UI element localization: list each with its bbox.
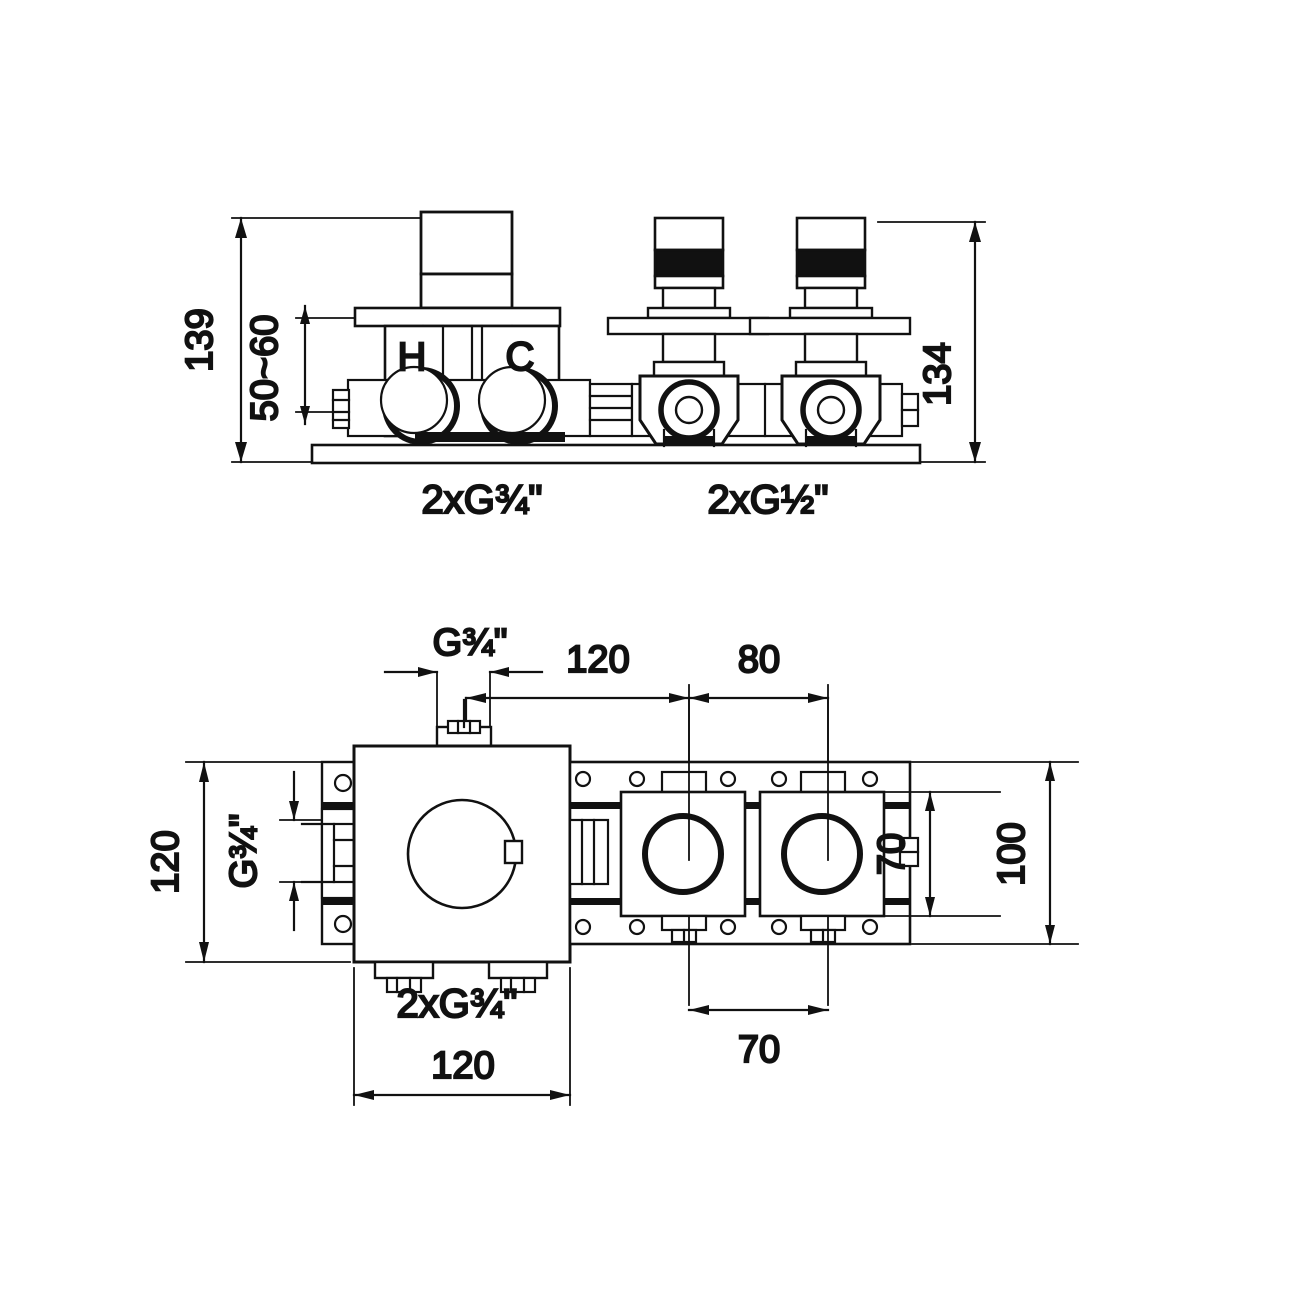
sv1-foot <box>664 436 714 446</box>
dim-line-80 <box>687 693 830 703</box>
sv2-handle-top <box>795 216 867 252</box>
dim-label-5060: 50~60 <box>244 315 286 422</box>
dim-label-80: 80 <box>738 639 780 681</box>
sv2-handle-dark <box>797 250 865 276</box>
plan-screw-t3 <box>719 770 737 788</box>
front-base-plate <box>310 443 922 465</box>
mid-coupling <box>588 382 634 438</box>
dim-label-100: 100 <box>991 822 1033 885</box>
escutcheon-plate <box>353 306 562 328</box>
label-bottom-connections: 2xG¾" <box>397 982 518 1026</box>
sv1-handle-dark <box>655 250 723 276</box>
dim-label-70-vertical: 70 <box>871 833 913 875</box>
lever-handle-lower <box>419 272 514 310</box>
sv1-stem-base <box>652 360 726 378</box>
plan-screw-t1 <box>574 770 592 788</box>
sv1-neck <box>661 286 717 310</box>
front-elevation-group: 139 50~60 134 <box>178 210 986 523</box>
dim-line-120-vertical <box>199 760 209 964</box>
sv2-stem-base <box>794 360 868 378</box>
plan-screw-t2 <box>628 770 646 788</box>
dim-line-139 <box>235 216 247 464</box>
plan-bottom-boss-2 <box>487 960 549 980</box>
dim-ext-139 <box>231 217 431 463</box>
sv1-handle-base <box>653 274 725 290</box>
label-stopvalve-connections: 2xG½" <box>708 478 829 522</box>
sv2-foot <box>806 436 856 446</box>
dim-line-inlet-thread <box>289 770 299 932</box>
psv2-port <box>781 813 863 895</box>
plan-bottom-nut-1 <box>385 976 423 994</box>
label-cold-port: C <box>506 335 535 379</box>
plan-mid-nipple <box>568 818 610 886</box>
sv1-handle-top <box>653 216 725 252</box>
plan-screw-b4 <box>770 918 788 936</box>
sv1-collar <box>646 306 732 320</box>
lever-handle-upper <box>419 210 514 276</box>
plan-screw-b1 <box>574 918 592 936</box>
plan-screw-b2 <box>628 918 646 936</box>
plan-screw-b3 <box>719 918 737 936</box>
dim-line-100 <box>1045 760 1055 946</box>
label-thermostatic-connections: 2xG¾" <box>422 478 543 522</box>
dim-line-134 <box>969 220 981 464</box>
dim-ext-134 <box>877 221 986 463</box>
plan-left-rail-band-top <box>322 802 364 809</box>
sv2-neck <box>803 286 859 310</box>
plan-screw-b5 <box>861 918 879 936</box>
plan-screw-t4 <box>770 770 788 788</box>
plan-stop-valve-1 <box>619 699 747 1006</box>
plan-screw-t5 <box>861 770 879 788</box>
sv1-port-inner <box>674 395 704 425</box>
psv1-bottom-boss <box>660 914 708 932</box>
thermostat-seal-band <box>415 432 565 442</box>
dim-label-inlet-thread: G¾" <box>223 814 265 889</box>
plan-cartridge-circle <box>406 798 518 910</box>
left-inlet-nipple <box>331 388 351 430</box>
dim-label-120-bottom: 120 <box>431 1045 494 1087</box>
dim-ext-70-vertical <box>883 791 1001 917</box>
sv2-collar <box>788 306 874 320</box>
dim-label-120-vertical: 120 <box>145 830 187 893</box>
dim-line-120-horizontal <box>464 693 691 732</box>
plan-left-rail-band-bottom <box>322 898 364 905</box>
hot-cartridge-inner <box>379 365 449 435</box>
plan-left-screw-top <box>333 773 353 793</box>
plan-view-group: G¾" 120 80 1 <box>144 621 1079 1106</box>
psv2-bottom-boss <box>799 914 847 932</box>
stop-valve-2 <box>748 216 912 448</box>
sv1-escutcheon <box>606 316 770 336</box>
dim-line-outlet-thread <box>383 667 544 677</box>
dim-line-70-vertical <box>925 790 935 918</box>
sv2-handle-base <box>795 274 867 290</box>
dim-ext-120-bottom <box>353 967 571 1106</box>
sv2-escutcheon <box>748 316 912 336</box>
plan-cartridge-tab <box>503 839 524 865</box>
stop-valve-1 <box>606 216 770 448</box>
dim-label-120-horizontal: 120 <box>566 639 629 681</box>
dim-label-139: 139 <box>179 308 221 371</box>
dim-label-134: 134 <box>917 342 959 405</box>
dim-label-outlet-thread: G¾" <box>433 622 508 664</box>
plan-bottom-boss-1 <box>373 960 435 980</box>
dim-line-70-horizontal <box>687 1005 830 1015</box>
sv1-stem <box>661 332 717 364</box>
label-hot-port: H <box>398 335 427 379</box>
sv2-port-inner <box>816 395 846 425</box>
psv1-port <box>642 813 724 895</box>
plan-left-screw-bottom <box>333 914 353 934</box>
plan-stop-valve-2 <box>758 699 886 1006</box>
dim-label-70-horizontal: 70 <box>738 1029 780 1071</box>
sv2-stem <box>803 332 859 364</box>
dim-line-120-bottom <box>352 1090 572 1100</box>
dim-line-5060 <box>300 304 310 426</box>
plan-bottom-nut-2 <box>499 976 537 994</box>
